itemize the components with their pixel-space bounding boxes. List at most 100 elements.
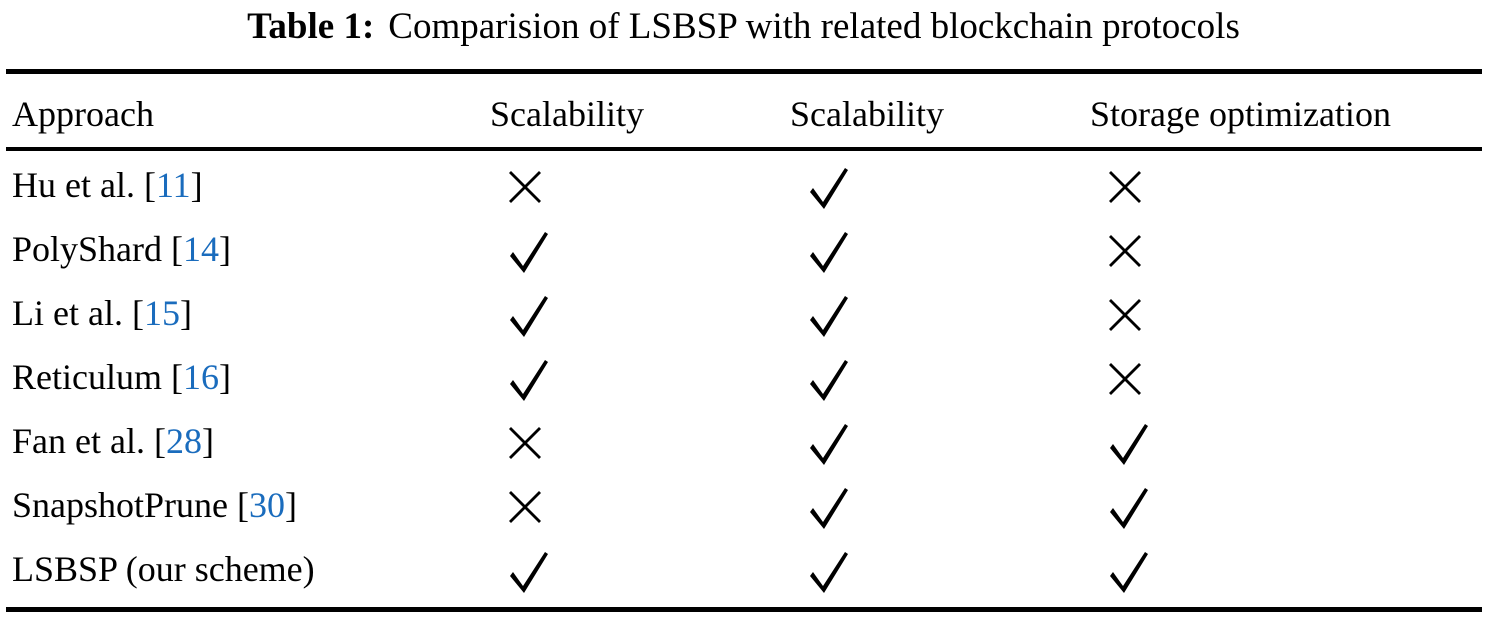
checkmark-icon [810, 168, 848, 209]
ref-bracket-open: [ [131, 293, 144, 333]
cell-mark-check [1108, 486, 1152, 532]
cell-storage-optimization [1090, 156, 1290, 215]
reference-citation[interactable]: [14] [171, 229, 231, 269]
approach-name: LSBSP (our scheme) [12, 549, 315, 589]
ref-number[interactable]: 30 [249, 485, 285, 525]
checkmark-icon [810, 552, 848, 593]
cell-mark-check [808, 230, 852, 276]
column-header-scalability-2: Scalability [790, 94, 944, 134]
ref-number[interactable]: 28 [165, 421, 202, 461]
cell-storage-optimization [1090, 284, 1290, 343]
cell-storage-optimization [1090, 540, 1290, 599]
cell-scalability-2 [790, 540, 990, 599]
checkmark-icon [810, 232, 848, 273]
cell-mark-check [508, 358, 552, 404]
row-label-approach: SnapshotPrune [30] [12, 476, 297, 535]
checkmark-icon [510, 296, 548, 337]
cell-mark-check [808, 166, 852, 212]
checkmark-icon [810, 360, 848, 401]
reference-citation[interactable]: [16] [171, 357, 231, 397]
cross-icon [509, 491, 541, 523]
ref-bracket-open: [ [171, 229, 184, 269]
table-row: Li et al. [15] [0, 284, 1487, 343]
ref-number[interactable]: 11 [155, 165, 191, 205]
cell-mark-check [1108, 550, 1152, 596]
ref-bracket-open: [ [153, 421, 166, 461]
table-bottom-rule [6, 607, 1482, 612]
reference-citation[interactable]: [30] [237, 485, 297, 525]
table-caption: Table 1: Comparision of LSBSP with relate… [0, 4, 1487, 50]
ref-bracket-open: [ [237, 485, 249, 525]
column-header-approach: Approach [12, 94, 154, 134]
cell-scalability-1 [490, 156, 690, 215]
cell-mark-check [508, 294, 552, 340]
ref-bracket-close: ] [201, 421, 214, 461]
cell-mark-cross [1108, 170, 1142, 204]
cell-scalability-2 [790, 348, 990, 407]
cross-icon [1109, 299, 1141, 331]
table-row: Fan et al. [28] [0, 412, 1487, 471]
column-header-scalability-1: Scalability [490, 94, 644, 134]
checkmark-icon [1110, 552, 1148, 593]
cell-mark-check [808, 294, 852, 340]
checkmark-icon [810, 424, 848, 465]
row-label-approach: Hu et al. [11] [12, 156, 203, 215]
checkmark-icon [510, 232, 548, 273]
cell-mark-cross [1108, 298, 1142, 332]
cell-mark-cross [508, 426, 542, 460]
cell-mark-check [808, 550, 852, 596]
cell-scalability-2 [790, 476, 990, 535]
table-row: PolyShard [14] [0, 220, 1487, 279]
cell-scalability-1 [490, 540, 690, 599]
checkmark-icon [810, 296, 848, 337]
reference-citation[interactable]: [28] [154, 421, 214, 461]
ref-number[interactable]: 16 [182, 357, 219, 397]
cell-storage-optimization [1090, 412, 1290, 471]
column-header-storage-optimization: Storage optimization [1090, 94, 1391, 134]
cell-mark-check [808, 358, 852, 404]
cross-icon [1109, 363, 1141, 395]
approach-name: Reticulum [12, 357, 162, 397]
cell-scalability-1 [490, 220, 690, 279]
cell-scalability-2 [790, 220, 990, 279]
ref-bracket-close: ] [179, 293, 192, 333]
table-header-row: Approach Scalability Scalability Storage… [0, 85, 1487, 144]
row-label-approach: Li et al. [15] [12, 284, 192, 343]
cell-scalability-1 [490, 284, 690, 343]
reference-citation[interactable]: [11] [144, 165, 203, 205]
caption-label: Table 1: [247, 6, 375, 47]
checkmark-icon [1110, 488, 1148, 529]
cell-mark-cross [1108, 362, 1142, 396]
cross-icon [509, 171, 541, 203]
row-label-approach: Fan et al. [28] [12, 412, 214, 471]
ref-number[interactable]: 14 [183, 229, 220, 269]
cell-mark-cross [508, 490, 542, 524]
ref-number[interactable]: 15 [143, 293, 180, 333]
approach-name: SnapshotPrune [12, 485, 228, 525]
approach-name: Li et al. [12, 293, 123, 333]
ref-bracket-close: ] [218, 357, 231, 397]
cell-mark-check [808, 422, 852, 468]
reference-citation[interactable]: [15] [132, 293, 192, 333]
ref-bracket-open: [ [143, 165, 156, 205]
ref-bracket-open: [ [170, 357, 183, 397]
checkmark-icon [1110, 424, 1148, 465]
table-header-rule [6, 147, 1482, 151]
ref-bracket-close: ] [219, 229, 232, 269]
cell-mark-check [808, 486, 852, 532]
checkmark-icon [810, 488, 848, 529]
approach-name: Fan et al. [12, 421, 145, 461]
cell-mark-check [508, 550, 552, 596]
caption-text: Comparision of LSBSP with related blockc… [388, 6, 1240, 47]
table-row: SnapshotPrune [30] [0, 476, 1487, 535]
cell-scalability-2 [790, 284, 990, 343]
cell-storage-optimization [1090, 220, 1290, 279]
cell-mark-cross [1108, 234, 1142, 268]
cell-mark-check [1108, 422, 1152, 468]
ref-bracket-close: ] [190, 165, 203, 205]
row-label-approach: PolyShard [14] [12, 220, 231, 279]
cell-storage-optimization [1090, 348, 1290, 407]
cell-scalability-1 [490, 348, 690, 407]
cell-scalability-1 [490, 412, 690, 471]
